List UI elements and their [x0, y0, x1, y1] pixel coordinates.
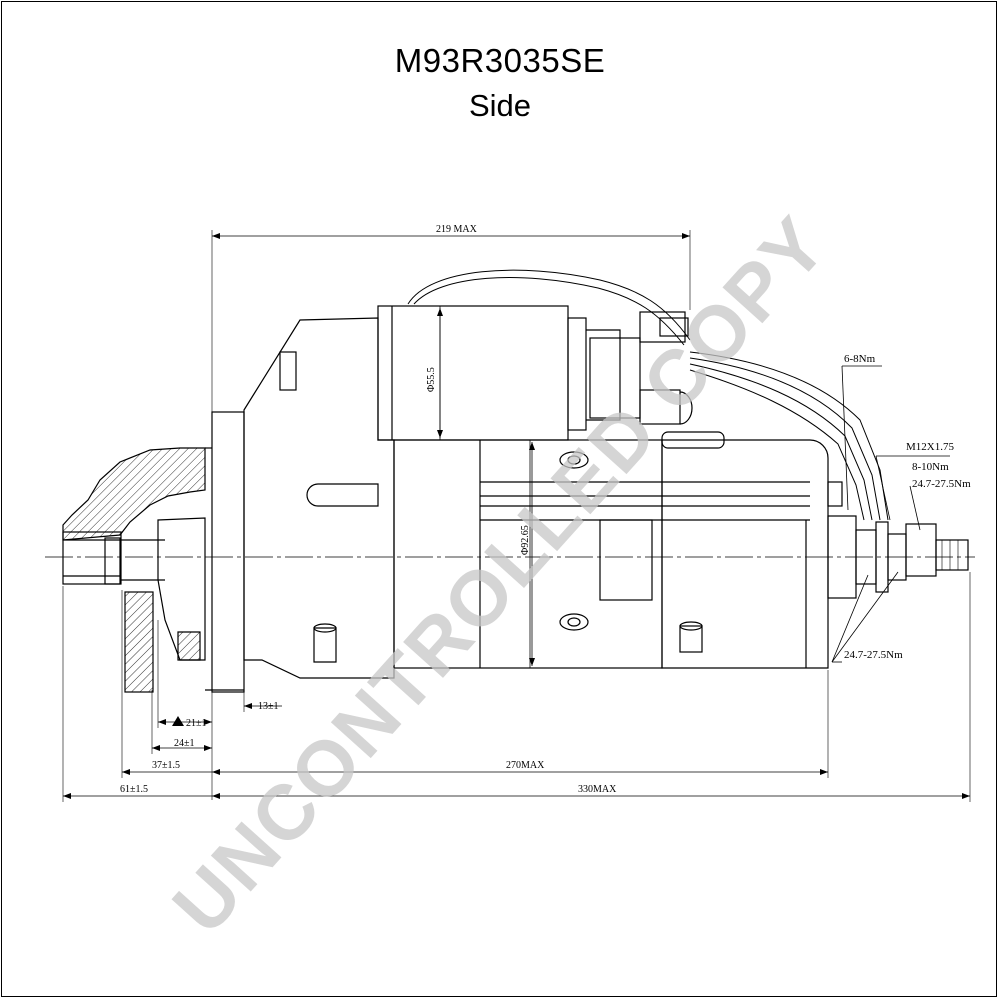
- screw-upper: [559, 451, 589, 469]
- wire-loop: [407, 269, 691, 341]
- solenoid-body: [377, 305, 569, 441]
- dim-pinion-1: 21±1: [186, 718, 207, 729]
- dim-pinion-3: 37±1.5: [152, 760, 180, 771]
- dim-motor-diameter: Φ92.65: [520, 525, 531, 555]
- drive-end-housing: [243, 317, 395, 679]
- commutator-end-housing: [661, 439, 829, 669]
- datum-triangle: [172, 716, 184, 726]
- motor-window: [599, 519, 653, 601]
- screw-lower: [559, 613, 589, 631]
- dim-total-length: 330MAX: [578, 784, 617, 795]
- mounting-flange: [211, 411, 245, 693]
- callout-small-terminal-torque: 6-8Nm: [844, 353, 876, 365]
- callout-thread: M12X1.75: [906, 441, 954, 453]
- pinion-shaft: [104, 537, 121, 585]
- terminal-stud-upper: [639, 311, 686, 343]
- mounting-bushing: [313, 627, 337, 663]
- model-title: M93R3035SE: [394, 42, 606, 79]
- solenoid-cap: [567, 317, 587, 431]
- terminal-nut: [905, 523, 937, 577]
- callout-terminal-torque-bottom: 24.7-27.5Nm: [844, 649, 903, 661]
- dim-overall-height: 219 MAX: [436, 224, 478, 235]
- dim-solenoid-diameter: Φ55.5: [426, 367, 437, 392]
- callout-thread-torque: 8-10Nm: [912, 461, 949, 473]
- harness-wires: [689, 351, 889, 521]
- dim-nose-length: 61±1.5: [120, 784, 148, 795]
- dim-body-length: 270MAX: [506, 760, 545, 771]
- terminal-thread: [935, 539, 969, 571]
- end-bushing: [679, 625, 703, 653]
- dim-flange-offset: 13±1: [258, 701, 279, 712]
- view-subtitle: Side: [468, 88, 532, 123]
- housing-slot: [306, 483, 379, 507]
- pinion-gear: [62, 531, 122, 585]
- callout-terminal-torque-top: 24.7-27.5Nm: [912, 478, 971, 490]
- terminal-stud-lower: [639, 389, 681, 425]
- nose-housing-section: [62, 447, 206, 541]
- housing-boss-upper: [279, 351, 297, 391]
- drive-lever-section: [124, 591, 154, 693]
- dim-pinion-2: 24±1: [174, 738, 195, 749]
